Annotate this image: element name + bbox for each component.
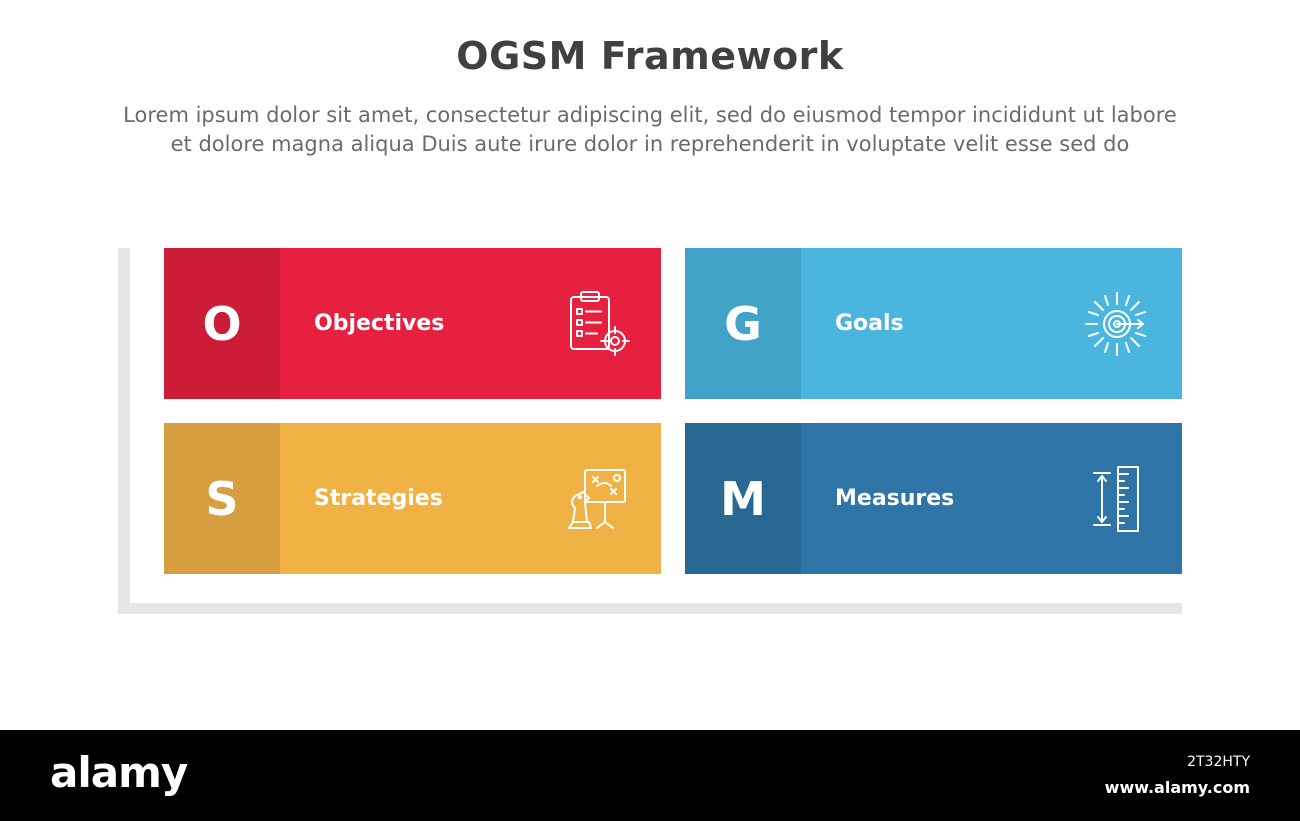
objectives-letter: O	[164, 248, 280, 399]
goals-label: Goals	[835, 311, 904, 336]
site-url: www.alamy.com	[1104, 778, 1250, 797]
strategies-label: Strategies	[314, 486, 443, 511]
clipboard-target-icon	[561, 289, 631, 359]
page-subtitle: Lorem ipsum dolor sit amet, consectetur …	[60, 101, 1240, 159]
frame-vertical-bar	[118, 248, 130, 614]
frame-horizontal-bar	[118, 603, 1182, 614]
objectives-card: O Objectives	[164, 248, 661, 399]
chess-strategy-board-icon	[561, 464, 631, 534]
measures-card: M Measures	[685, 423, 1182, 574]
strategies-letter: S	[164, 423, 280, 574]
subtitle-line-1: Lorem ipsum dolor sit amet, consectetur …	[123, 103, 1177, 127]
target-burst-icon	[1082, 289, 1152, 359]
objectives-label: Objectives	[314, 311, 445, 336]
measures-letter: M	[685, 423, 801, 574]
ruler-measure-icon	[1082, 464, 1152, 534]
measures-label: Measures	[835, 486, 955, 511]
image-id: 2T32HTY	[1187, 754, 1250, 770]
goals-card: G Goals	[685, 248, 1182, 399]
brand-logo: alamy	[50, 748, 188, 797]
goals-letter: G	[685, 248, 801, 399]
watermark-bar: alamy 2T32HTY www.alamy.com	[0, 730, 1300, 821]
page-title: OGSM Framework	[456, 34, 844, 78]
subtitle-line-2: et dolore magna aliqua Duis aute irure d…	[170, 132, 1130, 156]
strategies-card: S Strategies	[164, 423, 661, 574]
